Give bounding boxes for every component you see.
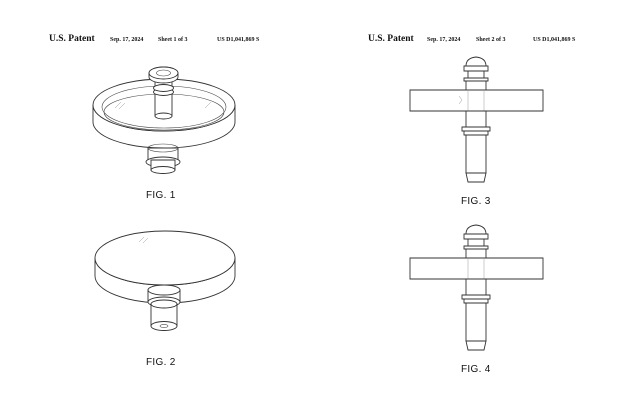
figure-3-drawing xyxy=(408,54,548,194)
figure-1-label: FIG. 1 xyxy=(146,190,176,201)
figure-4-drawing xyxy=(408,222,548,362)
figure-1-drawing xyxy=(85,60,245,185)
patent-office-label: U.S. Patent xyxy=(49,34,95,44)
sheet-number: Sheet 2 of 3 xyxy=(476,37,506,43)
patent-number: US D1,041,869 S xyxy=(533,37,576,43)
patent-date: Sep. 17, 2024 xyxy=(427,37,461,43)
patent-office-label: U.S. Patent xyxy=(368,34,414,44)
patent-sheet-2: U.S. Patent Sep. 17, 2024 Sheet 2 of 3 U… xyxy=(320,0,640,417)
patent-sheet-1: U.S. Patent Sep. 17, 2024 Sheet 1 of 3 U… xyxy=(49,34,260,368)
figure-3-label: FIG. 3 xyxy=(461,196,491,207)
patent-date: Sep. 17, 2024 xyxy=(110,37,144,43)
figure-4-label: FIG. 4 xyxy=(461,364,491,375)
sheet-number: Sheet 1 of 3 xyxy=(158,37,188,43)
figure-2-label: FIG. 2 xyxy=(146,357,176,368)
patent-number: US D1,041,869 S xyxy=(217,37,260,43)
figure-2-drawing xyxy=(85,222,245,357)
